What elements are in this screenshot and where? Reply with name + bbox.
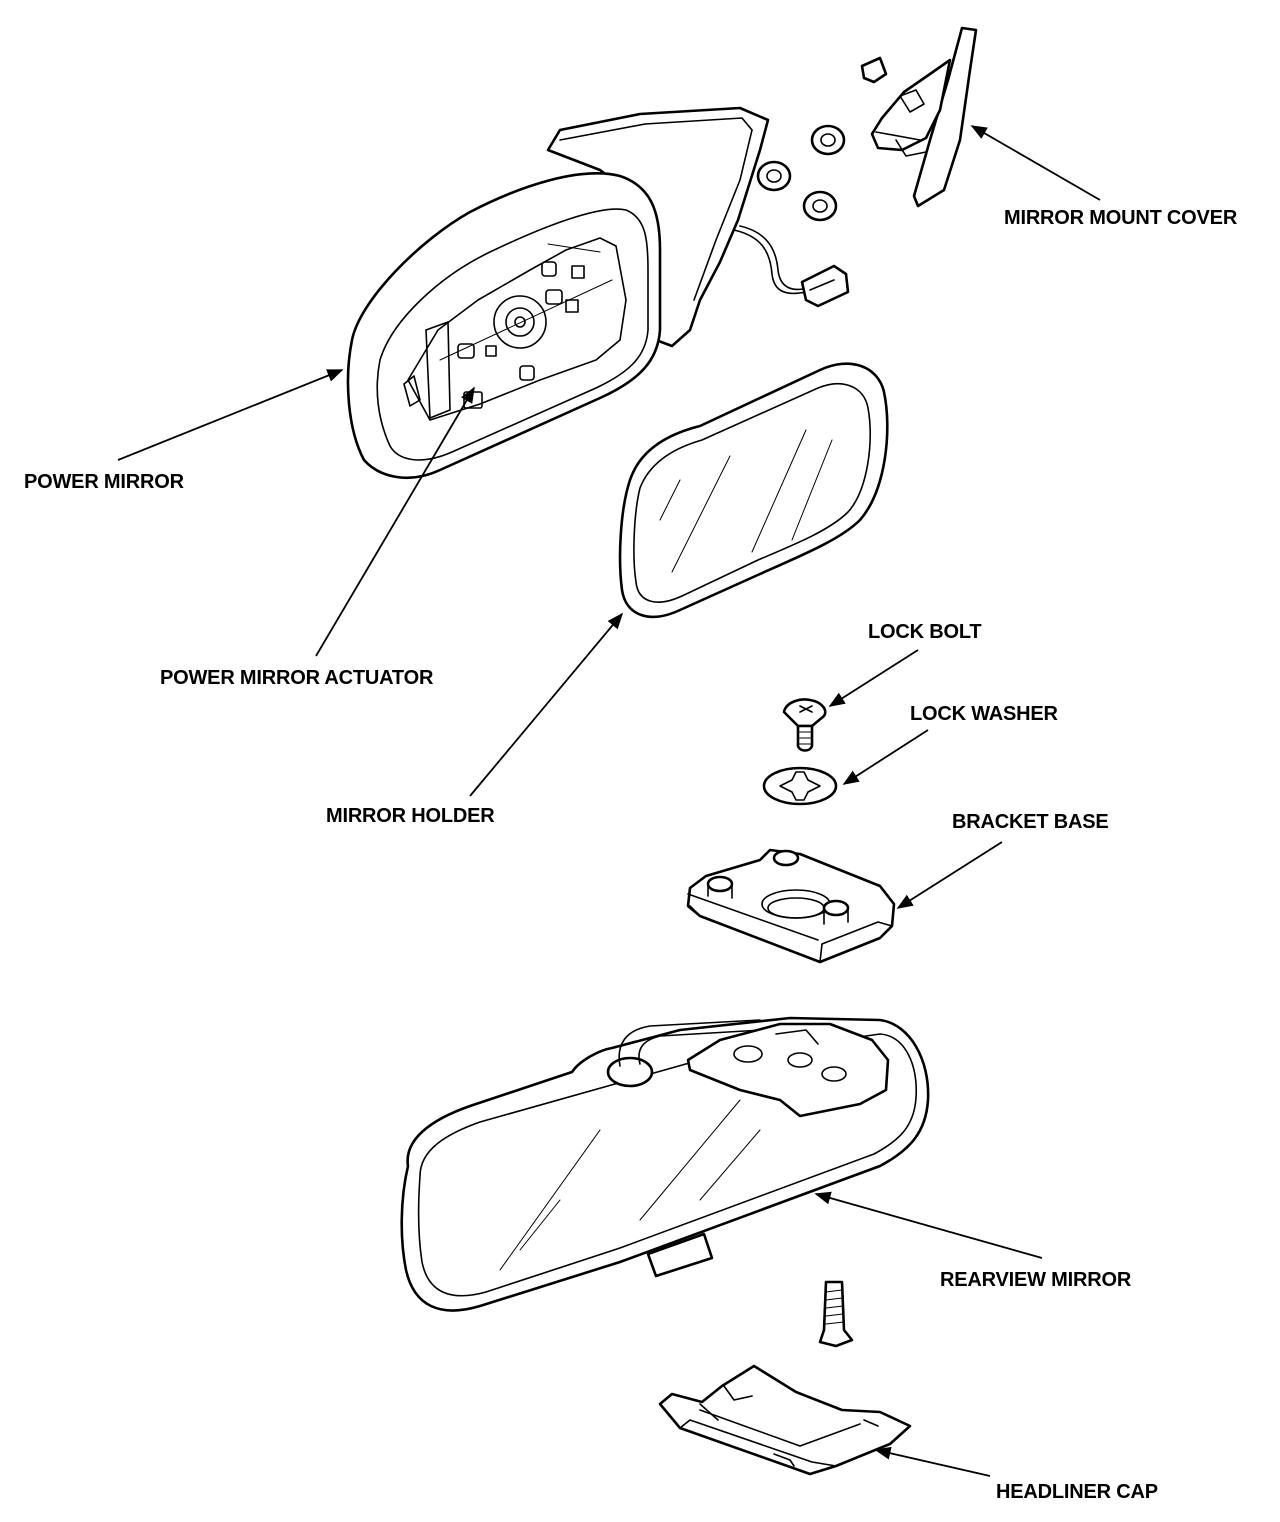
headliner-cap-drawing <box>658 1364 912 1476</box>
label-mirror-holder: MIRROR HOLDER <box>326 805 495 827</box>
mounting-screw-drawing <box>818 1280 854 1348</box>
leader-lock-bolt <box>828 649 919 707</box>
lock-washer-drawing <box>762 766 838 806</box>
mirror-holder-drawing <box>618 362 889 619</box>
label-mirror-mount-cover: MIRROR MOUNT COVER <box>1004 207 1238 229</box>
leader-mirror-mount-cover <box>970 125 1101 201</box>
grommets-drawing <box>756 56 888 222</box>
leader-power-mirror-actuator <box>315 386 475 657</box>
lock-bolt-drawing <box>782 698 827 752</box>
leader-mirror-holder <box>469 612 624 797</box>
label-power-mirror: POWER MIRROR <box>24 471 185 493</box>
label-headliner-cap: HEADLINER CAP <box>996 1481 1158 1503</box>
label-power-mirror-actuator: POWER MIRROR ACTUATOR <box>160 667 434 689</box>
power-mirror-drawing <box>346 106 850 480</box>
rearview-mirror-drawing <box>400 1016 930 1312</box>
leader-rearview-mirror <box>814 1191 1043 1259</box>
leader-headliner-cap <box>874 1446 991 1477</box>
leader-power-mirror <box>117 369 344 461</box>
mirror-mount-cover-drawing <box>870 26 978 208</box>
label-lock-bolt: LOCK BOLT <box>868 621 981 643</box>
leader-lock-washer <box>842 729 929 785</box>
label-lock-washer: LOCK WASHER <box>910 703 1059 725</box>
leader-bracket-base <box>896 841 1003 909</box>
callout-labels: MIRROR MOUNT COVER POWER MIRROR POWER MI… <box>24 207 1238 1503</box>
bracket-base-drawing <box>686 848 896 964</box>
label-bracket-base: BRACKET BASE <box>952 811 1109 833</box>
label-rearview-mirror: REARVIEW MIRROR <box>940 1269 1132 1291</box>
leader-lines <box>117 125 1101 1477</box>
